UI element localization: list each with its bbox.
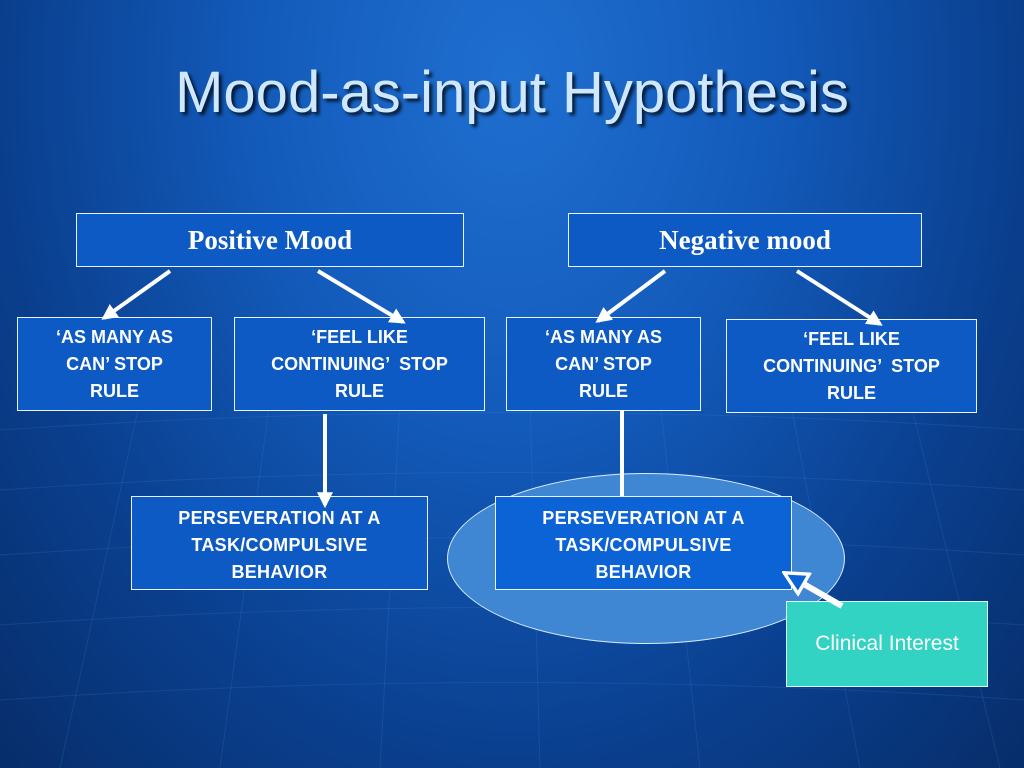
perseveration-line: PERSEVERATION AT A [178,508,381,528]
negative-feel-like-continuing-box: ‘FEEL LIKE CONTINUING’ STOP RULE [726,319,977,413]
slide-title: Mood-as-input Hypothesis [175,60,849,125]
clinical-interest-label: Clinical Interest [815,632,959,655]
rule-line: ‘FEEL LIKE [311,326,408,347]
clinical-interest-box: Clinical Interest [786,601,988,687]
perseveration-line: BEHAVIOR [595,562,692,582]
rule-line: ‘FEEL LIKE [803,328,900,349]
positive-mood-label: Positive Mood [187,224,353,255]
rule-line: RULE [827,382,876,403]
positive-as-many-as-can-box: ‘AS MANY AS CAN’ STOP RULE [17,317,212,411]
negative-mood-label: Negative mood [659,224,831,255]
negative-as-many-as-can-box: ‘AS MANY AS CAN’ STOP RULE [506,317,701,411]
positive-feel-like-continuing-box: ‘FEEL LIKE CONTINUING’ STOP RULE [234,317,485,411]
rule-line: ‘AS MANY AS [55,326,174,347]
perseveration-line: TASK/COMPULSIVE [555,535,732,555]
left-perseveration-box: PERSEVERATION AT A TASK/COMPULSIVE BEHAV… [131,496,428,590]
rule-line: CONTINUING’ STOP [271,353,448,374]
rule-line: CAN’ STOP [555,353,652,374]
rule-line: CAN’ STOP [66,353,163,374]
rule-line: RULE [90,380,139,401]
right-perseveration-box: PERSEVERATION AT A TASK/COMPULSIVE BEHAV… [495,496,792,590]
negative-mood-box: Negative mood [568,213,922,267]
rule-line: RULE [335,380,384,401]
positive-mood-box: Positive Mood [76,213,464,267]
perseveration-line: BEHAVIOR [231,562,328,582]
rule-line: RULE [579,380,628,401]
perseveration-line: PERSEVERATION AT A [542,508,745,528]
perseveration-line: TASK/COMPULSIVE [191,535,368,555]
rule-line: CONTINUING’ STOP [763,355,940,376]
rule-line: ‘AS MANY AS [544,326,663,347]
